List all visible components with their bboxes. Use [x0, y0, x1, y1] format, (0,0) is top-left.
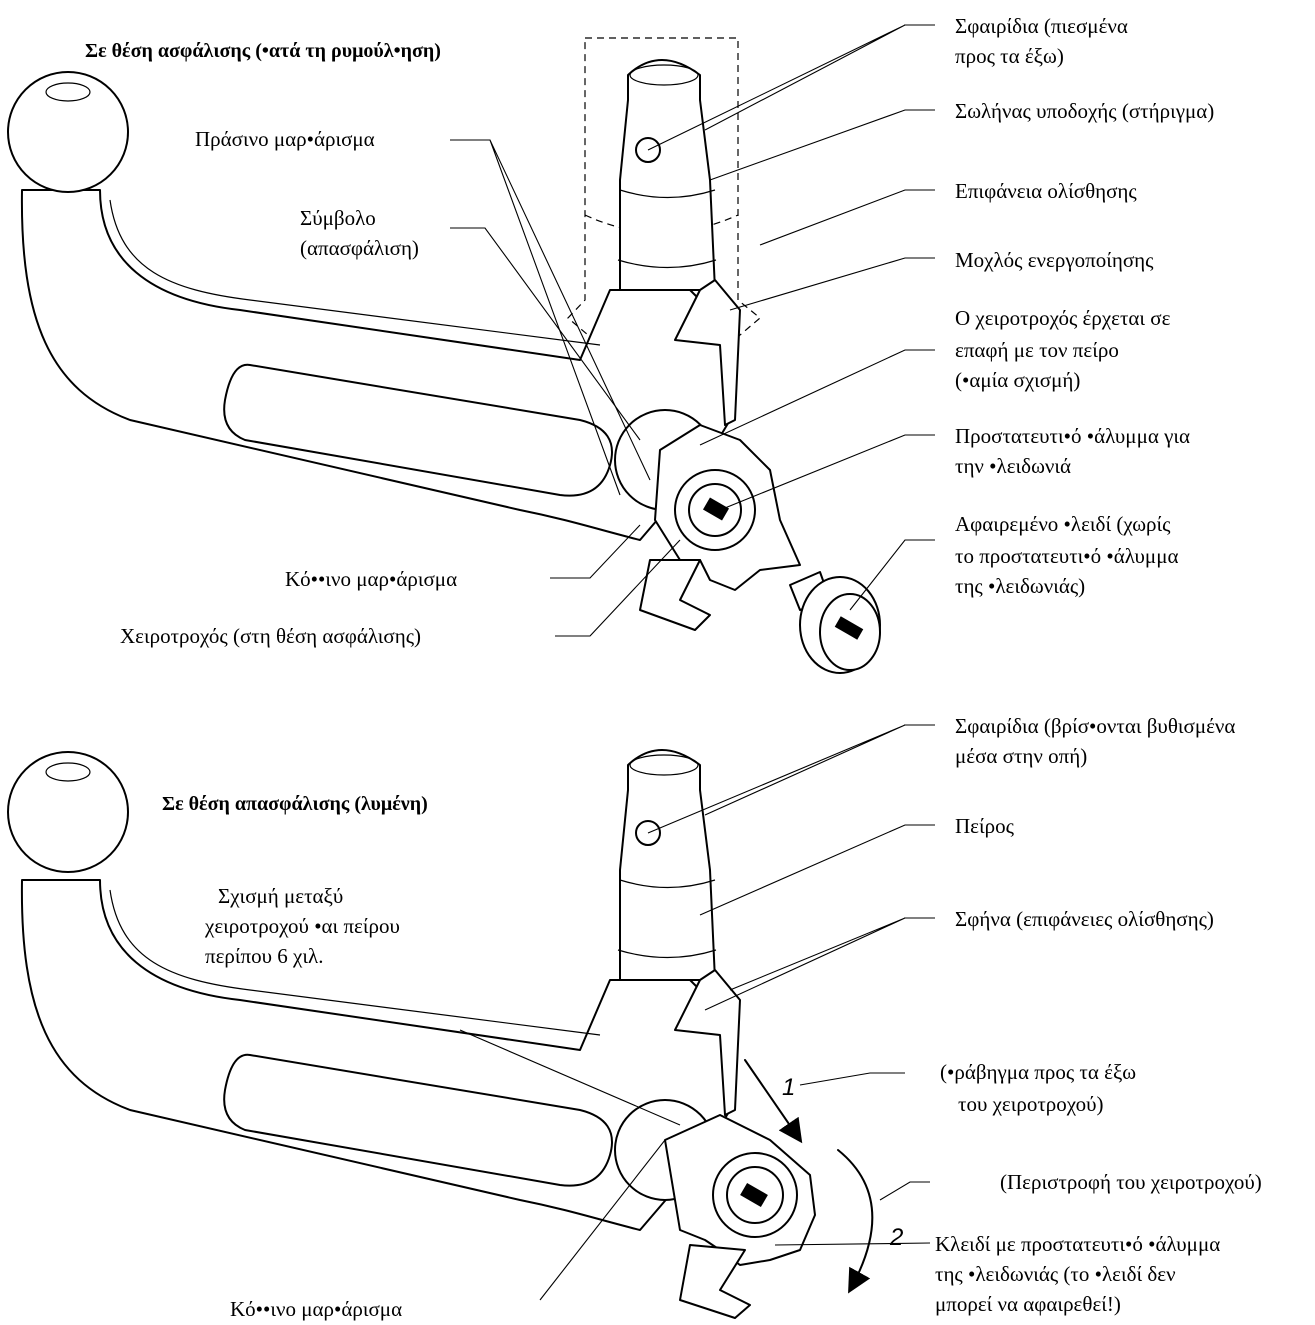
label-handwheel-contacts-3: (•αμία σχισμή)	[955, 368, 1081, 392]
leader-lines	[450, 24, 935, 1301]
label-protective-cap-1: Προστατευτι•ό •άλυμμα για	[955, 424, 1191, 448]
label-green-mark: Πράσινο μαρ•άρισμα	[195, 127, 375, 151]
label-red-mark-bottom: Κό••ινο μαρ•άρισμα	[230, 1297, 403, 1321]
label-key-cap-3: μπορεί να αφαιρεθεί!)	[935, 1292, 1121, 1316]
handle-lever-bottom	[679, 1244, 751, 1319]
label-symbol-2: (απασφάλιση)	[300, 236, 419, 260]
step-number-2: 2	[890, 1224, 904, 1251]
label-slide-surface: Επιφάνεια ολίσθησης	[955, 179, 1137, 203]
step-number-1: 1	[782, 1074, 796, 1101]
label-gap-3: περίπου 6 χιλ.	[205, 944, 324, 968]
label-gap-2: χειροτροχού •αι πείρου	[205, 914, 400, 938]
label-symbol-1: Σύμβολο	[300, 206, 376, 230]
actuating-lever-top	[674, 279, 741, 426]
label-gap-1: Σχισμή μεταξύ	[218, 884, 344, 908]
bottom-section-title: Σε θέση απασφάλισης (λυμένη)	[162, 793, 428, 815]
label-pin: Πείρος	[955, 814, 1014, 838]
pin-bottom	[619, 749, 716, 981]
tow-ball-top	[7, 71, 129, 193]
label-red-mark-top: Κό••ινο μαρ•άρισμα	[285, 567, 458, 591]
label-protective-cap-2: την •λειδωνιά	[955, 454, 1072, 478]
label-removed-key-3: της •λειδωνιάς)	[955, 574, 1086, 598]
label-pull-out-2: του χειροτροχού)	[958, 1092, 1104, 1116]
pin-top	[619, 59, 716, 291]
top-assembly	[7, 37, 881, 674]
arm-slot-bottom	[223, 1053, 613, 1187]
label-balls-pressed-1: Σφαιρίδια (πιεσμένα	[955, 14, 1128, 38]
pull-arrow	[744, 1059, 803, 1144]
label-key-cap-2: της •λειδωνιάς (το •λειδί δεν	[935, 1262, 1176, 1286]
removed-key	[789, 571, 881, 674]
label-balls-sunk-2: μέσα στην οπή)	[955, 744, 1088, 768]
label-wedge: Σφήνα (επιφάνειες ολίσθησης)	[955, 907, 1214, 931]
label-balls-pressed-2: προς τα έξω)	[955, 44, 1064, 68]
label-removed-key-1: Αφαιρεμένο •λειδί (χωρίς	[955, 512, 1171, 536]
handle-lever-top	[639, 559, 711, 631]
wedge-bottom	[674, 969, 741, 1116]
label-receiver-tube: Σωλήνας υποδοχής (στήριγμα)	[955, 99, 1215, 123]
label-balls-sunk-1: Σφαιρίδια (βρίσ•ονται βυθισμένα	[955, 714, 1236, 738]
label-handwheel-contacts-1: Ο χειροτροχός έρχεται σε	[955, 306, 1171, 330]
label-actuating-lever: Μοχλός ενεργοποίησης	[955, 248, 1154, 272]
label-handwheel-contacts-2: επαφή με τον πείρο	[955, 338, 1119, 362]
label-handwheel-locked: Χειροτροχός (στη θέση ασφάλισης)	[120, 624, 422, 648]
top-section-title: Σε θέση ασφάλισης (•ατά τη ρυμούλ•ηση)	[85, 40, 441, 62]
label-rotate: (Περιστροφή του χειροτροχού)	[1000, 1170, 1262, 1194]
tow-ball-bottom	[7, 751, 129, 873]
bottom-assembly	[7, 749, 874, 1319]
rotate-arrow	[837, 1149, 874, 1294]
arm-slot-top	[223, 363, 613, 497]
label-removed-key-2: το προστατευτι•ό •άλυμμα	[955, 544, 1179, 568]
label-pull-out-1: (•ράβηγμα προς τα έξω	[940, 1060, 1137, 1084]
label-key-cap-1: Κλειδί με προστατευτι•ό •άλυμμα	[935, 1232, 1221, 1256]
